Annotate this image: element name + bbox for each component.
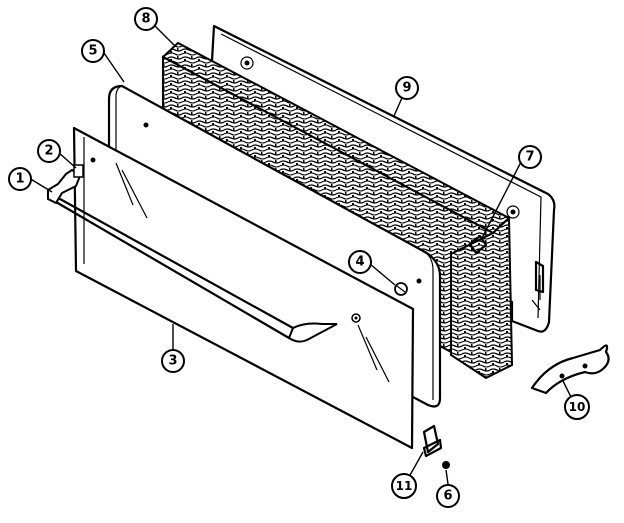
outer-door-part-3	[72, 126, 415, 450]
callout-6-label: 6	[443, 489, 452, 504]
door-handle	[47, 164, 338, 343]
callout-5-label: 5	[88, 44, 97, 59]
hinge-part-10	[530, 344, 610, 395]
callout-9-label: 9	[402, 81, 411, 96]
callout-8-label: 8	[141, 12, 150, 27]
callout-8: 8	[134, 7, 158, 31]
callout-3-label: 3	[168, 354, 177, 369]
callout-7: 7	[518, 145, 542, 169]
screw-part-6	[442, 461, 450, 469]
callout-2-label: 2	[44, 144, 53, 159]
callout-6: 6	[436, 484, 460, 508]
bracket-part-7	[468, 234, 488, 255]
callout-11-label: 11	[396, 479, 413, 493]
screw-part-4	[394, 282, 408, 296]
callout-10-label: 10	[569, 400, 586, 414]
callout-4: 4	[348, 250, 372, 274]
back-panel-part-9	[208, 24, 556, 333]
callout-1-label: 1	[15, 172, 24, 187]
callout-3: 3	[161, 349, 185, 373]
callout-11: 11	[391, 473, 417, 499]
callout-9: 9	[395, 76, 419, 100]
callout-2: 2	[37, 139, 61, 163]
callout-10: 10	[564, 394, 590, 420]
callout-5: 5	[81, 39, 105, 63]
callout-1: 1	[8, 167, 32, 191]
callout-7-label: 7	[525, 150, 534, 165]
callout-4-label: 4	[355, 255, 364, 270]
hinge-clip-part-11	[422, 424, 443, 458]
